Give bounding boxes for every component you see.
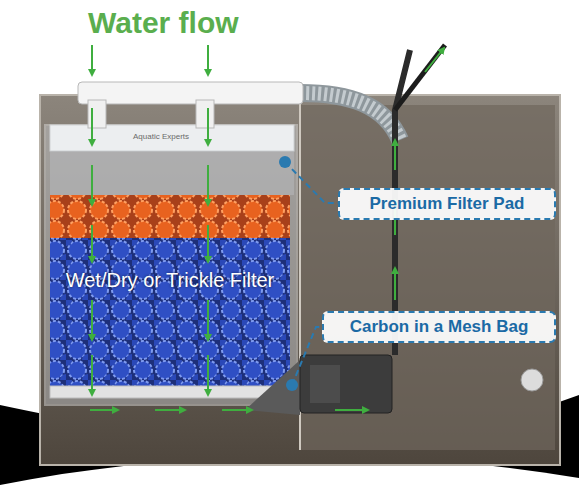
node-text: Carbon in a Mesh Bag [350,317,529,337]
node-text: Premium Filter Pad [370,194,525,214]
node-text: Wet/Dry or Trickle Filter [66,269,275,292]
filter-chamber: Wet/Dry or Trickle Filter [50,240,290,320]
brand-mark: Aquatic Experts [133,132,189,141]
flow-heading: Water flow [88,6,239,40]
callout-box: Premium Filter Pad [338,188,556,220]
callout-box: Carbon in a Mesh Bag [322,311,556,343]
